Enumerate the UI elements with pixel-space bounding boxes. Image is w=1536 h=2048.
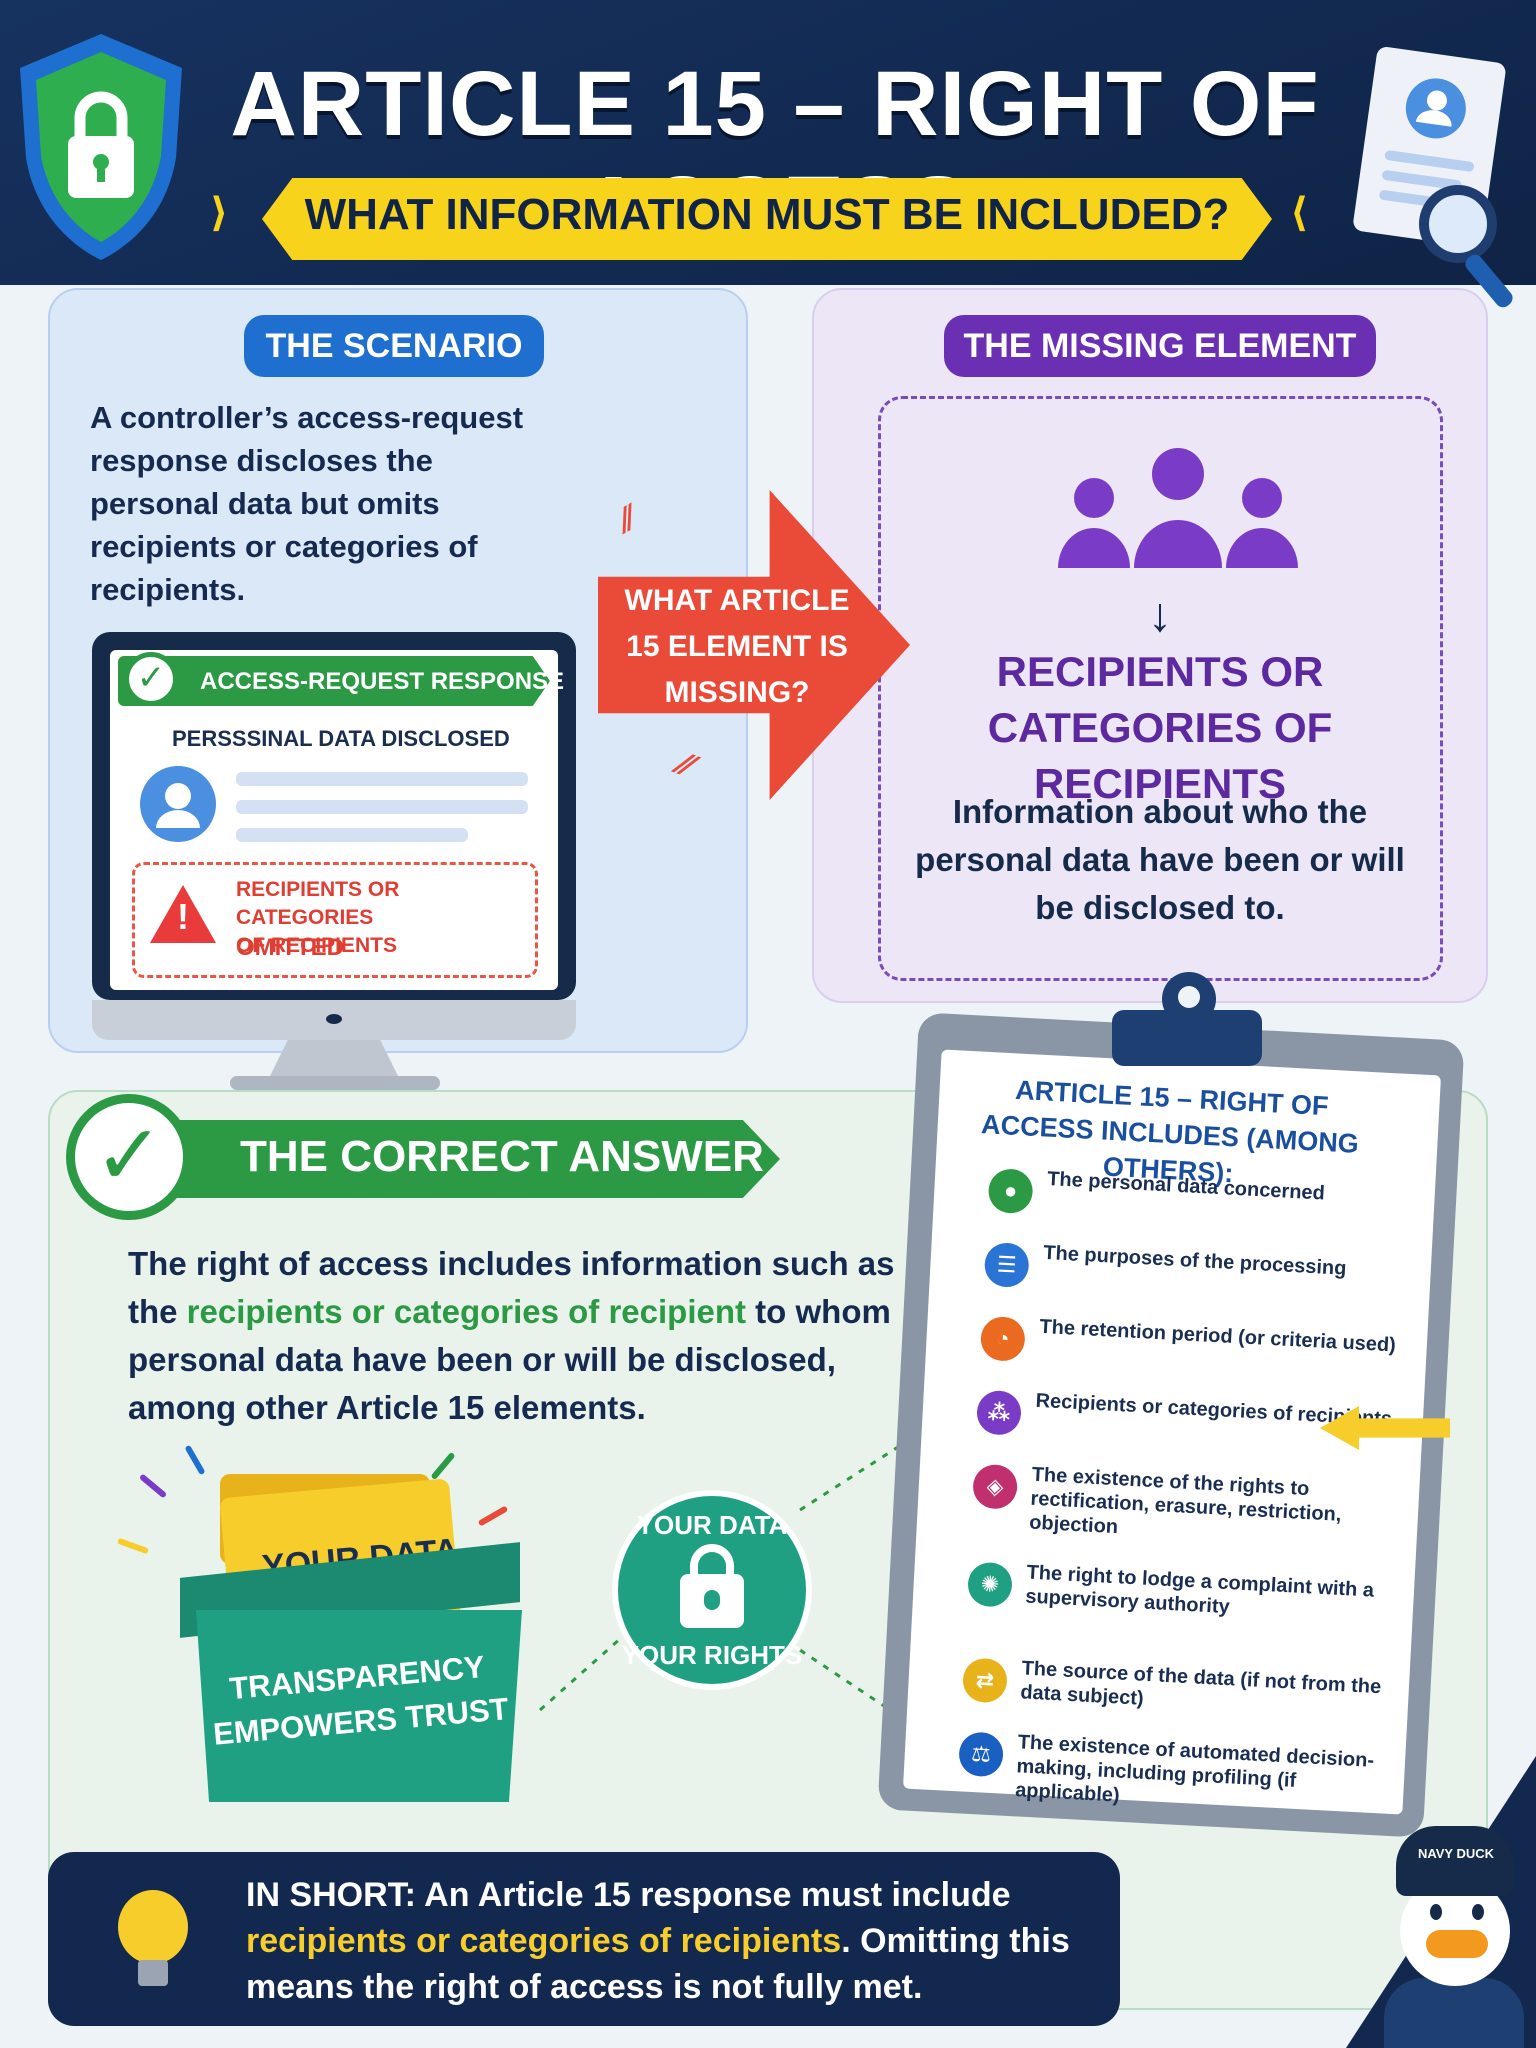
group-icon: ⁂: [975, 1389, 1023, 1436]
spark-left-icon: ⟩: [210, 191, 229, 235]
monitor-stand: [268, 1040, 400, 1080]
lightbulb-icon: [96, 1880, 216, 1990]
arrows-icon: ⇄: [961, 1657, 1009, 1704]
scale-icon: ⚖: [957, 1731, 1005, 1778]
seal-top-text: YOUR DATA: [636, 1510, 788, 1540]
list-item-label: The retention period (or criteria used): [1038, 1315, 1397, 1357]
power-dot: [326, 1014, 342, 1024]
monitor-base: [230, 1076, 440, 1090]
answer-band: [160, 1120, 780, 1198]
list-item-label: The purposes of the processing: [1042, 1241, 1347, 1280]
summary-highlight: recipients or categories of recipients: [246, 1922, 842, 1960]
screen-banner: [118, 656, 550, 706]
avatar: [140, 766, 216, 842]
scenario-label: THE SCENARIO: [244, 315, 544, 377]
answer-title: THE CORRECT ANSWER: [240, 1132, 764, 1181]
warning-exclamation: !: [177, 896, 189, 937]
group-icon: [1058, 448, 1298, 568]
list-item-label: The right to lodge a complaint with a su…: [1024, 1561, 1375, 1619]
list-item: ⁂ Recipients or categories of recipients: [975, 1386, 1393, 1436]
answer-text-start: The right of access includes information…: [128, 1245, 895, 1330]
warning-omitted: OMITTED: [236, 934, 344, 961]
check-circle-icon: ✓: [66, 1094, 192, 1220]
list-item-label: The source of the data (if not from the …: [1019, 1657, 1382, 1710]
list-item: ⚖ The existence of automated decision-ma…: [957, 1727, 1375, 1807]
summary-text: IN SHORT: An Article 15 response must in…: [246, 1872, 1106, 2010]
spark-right-icon: ⟨: [1290, 191, 1309, 235]
list-item: ⇄ The source of the data (if not from th…: [961, 1653, 1382, 1710]
clock-icon: ◔: [979, 1315, 1026, 1363]
gear-icon: ✺: [966, 1561, 1014, 1608]
lock-icon: [690, 1544, 734, 1586]
warning-line-2: OF RECIPIENTS: [236, 934, 398, 957]
page-subtitle: WHAT INFORMATION MUST BE INCLUDED?: [304, 190, 1230, 239]
warning-text: RECIPIENTS OR CATEGORIES OF RECIPIENTS: [236, 876, 536, 960]
list-item: ◈ The existence of the rights to rectifi…: [971, 1460, 1374, 1538]
clipboard-list: ● The personal data concerned ☰ The purp…: [955, 1164, 1396, 1844]
screen-banner-text: ACCESS-REQUEST RESPONSE: [200, 668, 565, 695]
shield-icon: ◈: [971, 1463, 1019, 1510]
summary-suffix: . Omitting this means the right of acces…: [246, 1922, 1070, 2006]
box-front: [196, 1610, 522, 1802]
list-item: ◔ The retention period (or criteria used…: [979, 1312, 1396, 1363]
scenario-text: A controller’s access-request response d…: [90, 400, 524, 607]
summary-prefix: IN SHORT: An Article 15 response must in…: [246, 1876, 1011, 1914]
mascot-body: [1384, 1978, 1524, 2048]
summary-box: [48, 1852, 1120, 2026]
placeholder-line: [236, 828, 468, 842]
mascot-hat: [1396, 1826, 1514, 1896]
clipboard-clip: [1112, 1010, 1262, 1066]
check-icon: ✓: [124, 652, 178, 706]
missing-description: Information about who the personal data …: [915, 793, 1405, 926]
mascot-beak: [1426, 1930, 1488, 1958]
answer-text-end: to whom personal data have been or will …: [128, 1293, 891, 1426]
list-icon: ☰: [983, 1241, 1030, 1289]
missing-label: THE MISSING ELEMENT: [944, 315, 1376, 377]
list-item: ☰ The purposes of the processing: [983, 1238, 1385, 1289]
placeholder-line: [236, 800, 528, 814]
document-magnifier-icon: [1353, 47, 1513, 308]
subtitle-band: [262, 178, 1272, 260]
warning-line-1: RECIPIENTS OR CATEGORIES: [236, 878, 400, 929]
dotted-connector: [539, 1418, 940, 1732]
mascot-eye: [1430, 1904, 1442, 1920]
arrow-down-icon: ↓: [1148, 589, 1172, 642]
list-item: ✺ The right to lodge a complaint with a …: [966, 1557, 1375, 1618]
answer-highlight: recipients or categories of recipient: [186, 1293, 747, 1330]
person-icon: ●: [987, 1167, 1034, 1215]
answer-text: The right of access includes information…: [128, 1240, 928, 1432]
mascot-eye: [1472, 1904, 1484, 1920]
clipboard-ring-hole: [1178, 986, 1200, 1008]
seal-bottom-text: YOUR RIGHTS: [621, 1640, 803, 1670]
list-item-label: The existence of automated decision-maki…: [1014, 1731, 1375, 1807]
missing-title: RECIPIENTS OR CATEGORIES OF RECIPIENTS: [987, 648, 1333, 807]
placeholder-line: [236, 772, 528, 786]
missing-dashed-box: [878, 396, 1443, 981]
question-text: WHAT ARTICLE 15 ELEMENT IS MISSING?: [624, 584, 850, 709]
lock-keyhole: [704, 1590, 720, 1610]
mascot-hat-label: NAVY DUCK: [1417, 1846, 1495, 1861]
personal-data-label: PERSSSINAL DATA DISCLOSED: [172, 726, 510, 751]
shield-lock-icon: [20, 34, 182, 260]
list-item-label: The existence of the rights to rectifica…: [1028, 1463, 1342, 1539]
person-icon: [156, 783, 200, 828]
